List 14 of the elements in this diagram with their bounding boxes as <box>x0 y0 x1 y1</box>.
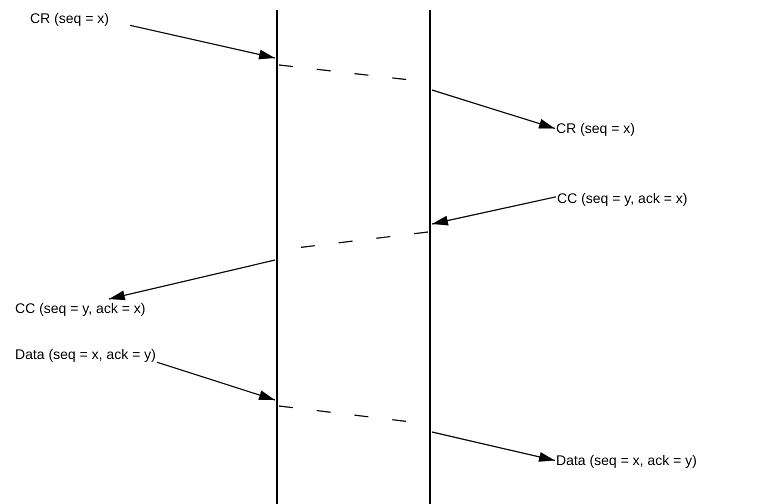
message-arrow <box>432 431 556 462</box>
message-label: Data (seq = x, ack = y) <box>556 452 697 469</box>
message-label: CR (seq = x) <box>556 120 635 137</box>
message-label: CR (seq = x) <box>30 10 109 27</box>
message-arrow <box>108 259 276 300</box>
message-arrow <box>156 362 276 401</box>
message-label: CC (seq = y, ack = x) <box>15 300 146 317</box>
host-timeline <box>276 10 278 504</box>
message-label: Data (seq = x, ack = y) <box>15 346 156 363</box>
message-arrow <box>432 89 556 130</box>
message-arrow <box>432 196 556 226</box>
message-label: CC (seq = y, ack = x) <box>557 190 688 207</box>
message-arrow <box>130 24 276 60</box>
host-timeline <box>429 10 431 504</box>
